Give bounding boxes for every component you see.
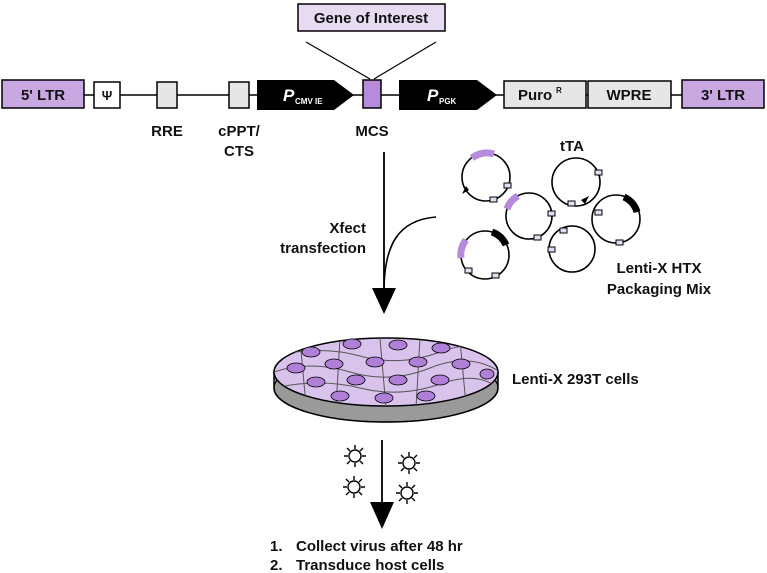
mcs-label: MCS [355,123,388,140]
step-text: Transduce host cells [296,557,444,573]
tta-label: tTA [560,138,584,155]
step-text: Collect virus after 48 hr [296,538,463,555]
wpre-label: WPRE [607,87,652,104]
gene-of-interest-label: Gene of Interest [314,10,428,27]
mcs-element [362,79,382,109]
virus-arrowhead [370,502,394,529]
promoter-cmv-sub: CMV IE [295,97,323,106]
transfection-label-line1: Xfect [329,220,366,237]
ltr3-element: 3' LTR [681,79,765,109]
cppt-element [228,81,250,109]
gene-of-interest-box: Gene of Interest [297,3,446,32]
vector-map: Gene of Interest 5' LTR Ψ RRE cPPT/ CTS … [1,3,765,160]
plasmid [551,157,603,207]
cells-label: Lenti-X 293T cells [512,371,639,388]
puro-element: Puro R [503,80,587,109]
cppt-label-line2: CTS [224,143,254,160]
psi-element: Ψ [93,81,121,109]
transfection-arrowhead [372,288,396,314]
plasmid [591,193,641,246]
packaging-curve [383,216,437,293]
virus-icon [343,476,365,498]
plasmid [547,225,596,273]
virus-particles [343,445,420,504]
promoter-pgk-arrow: P PGK [399,80,497,110]
packaging-plasmids [457,149,641,280]
puro-label: Puro [518,87,552,104]
promoter-pgk-p: P [427,86,439,105]
virus-icon [396,482,418,504]
puro-superscript: R [556,86,562,95]
virus-arrow [370,440,394,529]
transfection-label-line2: transfection [280,240,366,257]
promoter-cmv-p: P [283,86,295,105]
rre-element [156,81,178,109]
ltr5-element: 5' LTR [1,79,85,109]
culture-dish [273,337,499,423]
promoter-pgk-sub: PGK [439,97,457,106]
ltr5-label: 5' LTR [21,87,65,104]
step-number: 1. [270,538,283,555]
plasmid [461,149,512,203]
step-number: 2. [270,557,283,573]
cells [286,338,495,404]
psi-label: Ψ [102,88,113,103]
plasmid [503,192,556,241]
rre-label: RRE [151,123,183,140]
cppt-label-line1: cPPT/ [218,123,261,140]
steps-list: 1. Collect virus after 48 hr 2. Transduc… [270,538,463,573]
packaging-label-line1: Lenti-X HTX [617,260,702,277]
transfection-arrow [372,152,437,314]
virus-icon [344,445,366,467]
ltr3-label: 3' LTR [701,87,745,104]
promoter-cmv-arrow: P CMV IE [257,80,354,110]
packaging-label-line2: Packaging Mix [607,281,712,298]
insert-line-left [305,41,371,80]
wpre-element: WPRE [587,80,672,109]
insert-line-right [373,41,437,80]
virus-icon [398,452,420,474]
plasmid [457,228,510,280]
